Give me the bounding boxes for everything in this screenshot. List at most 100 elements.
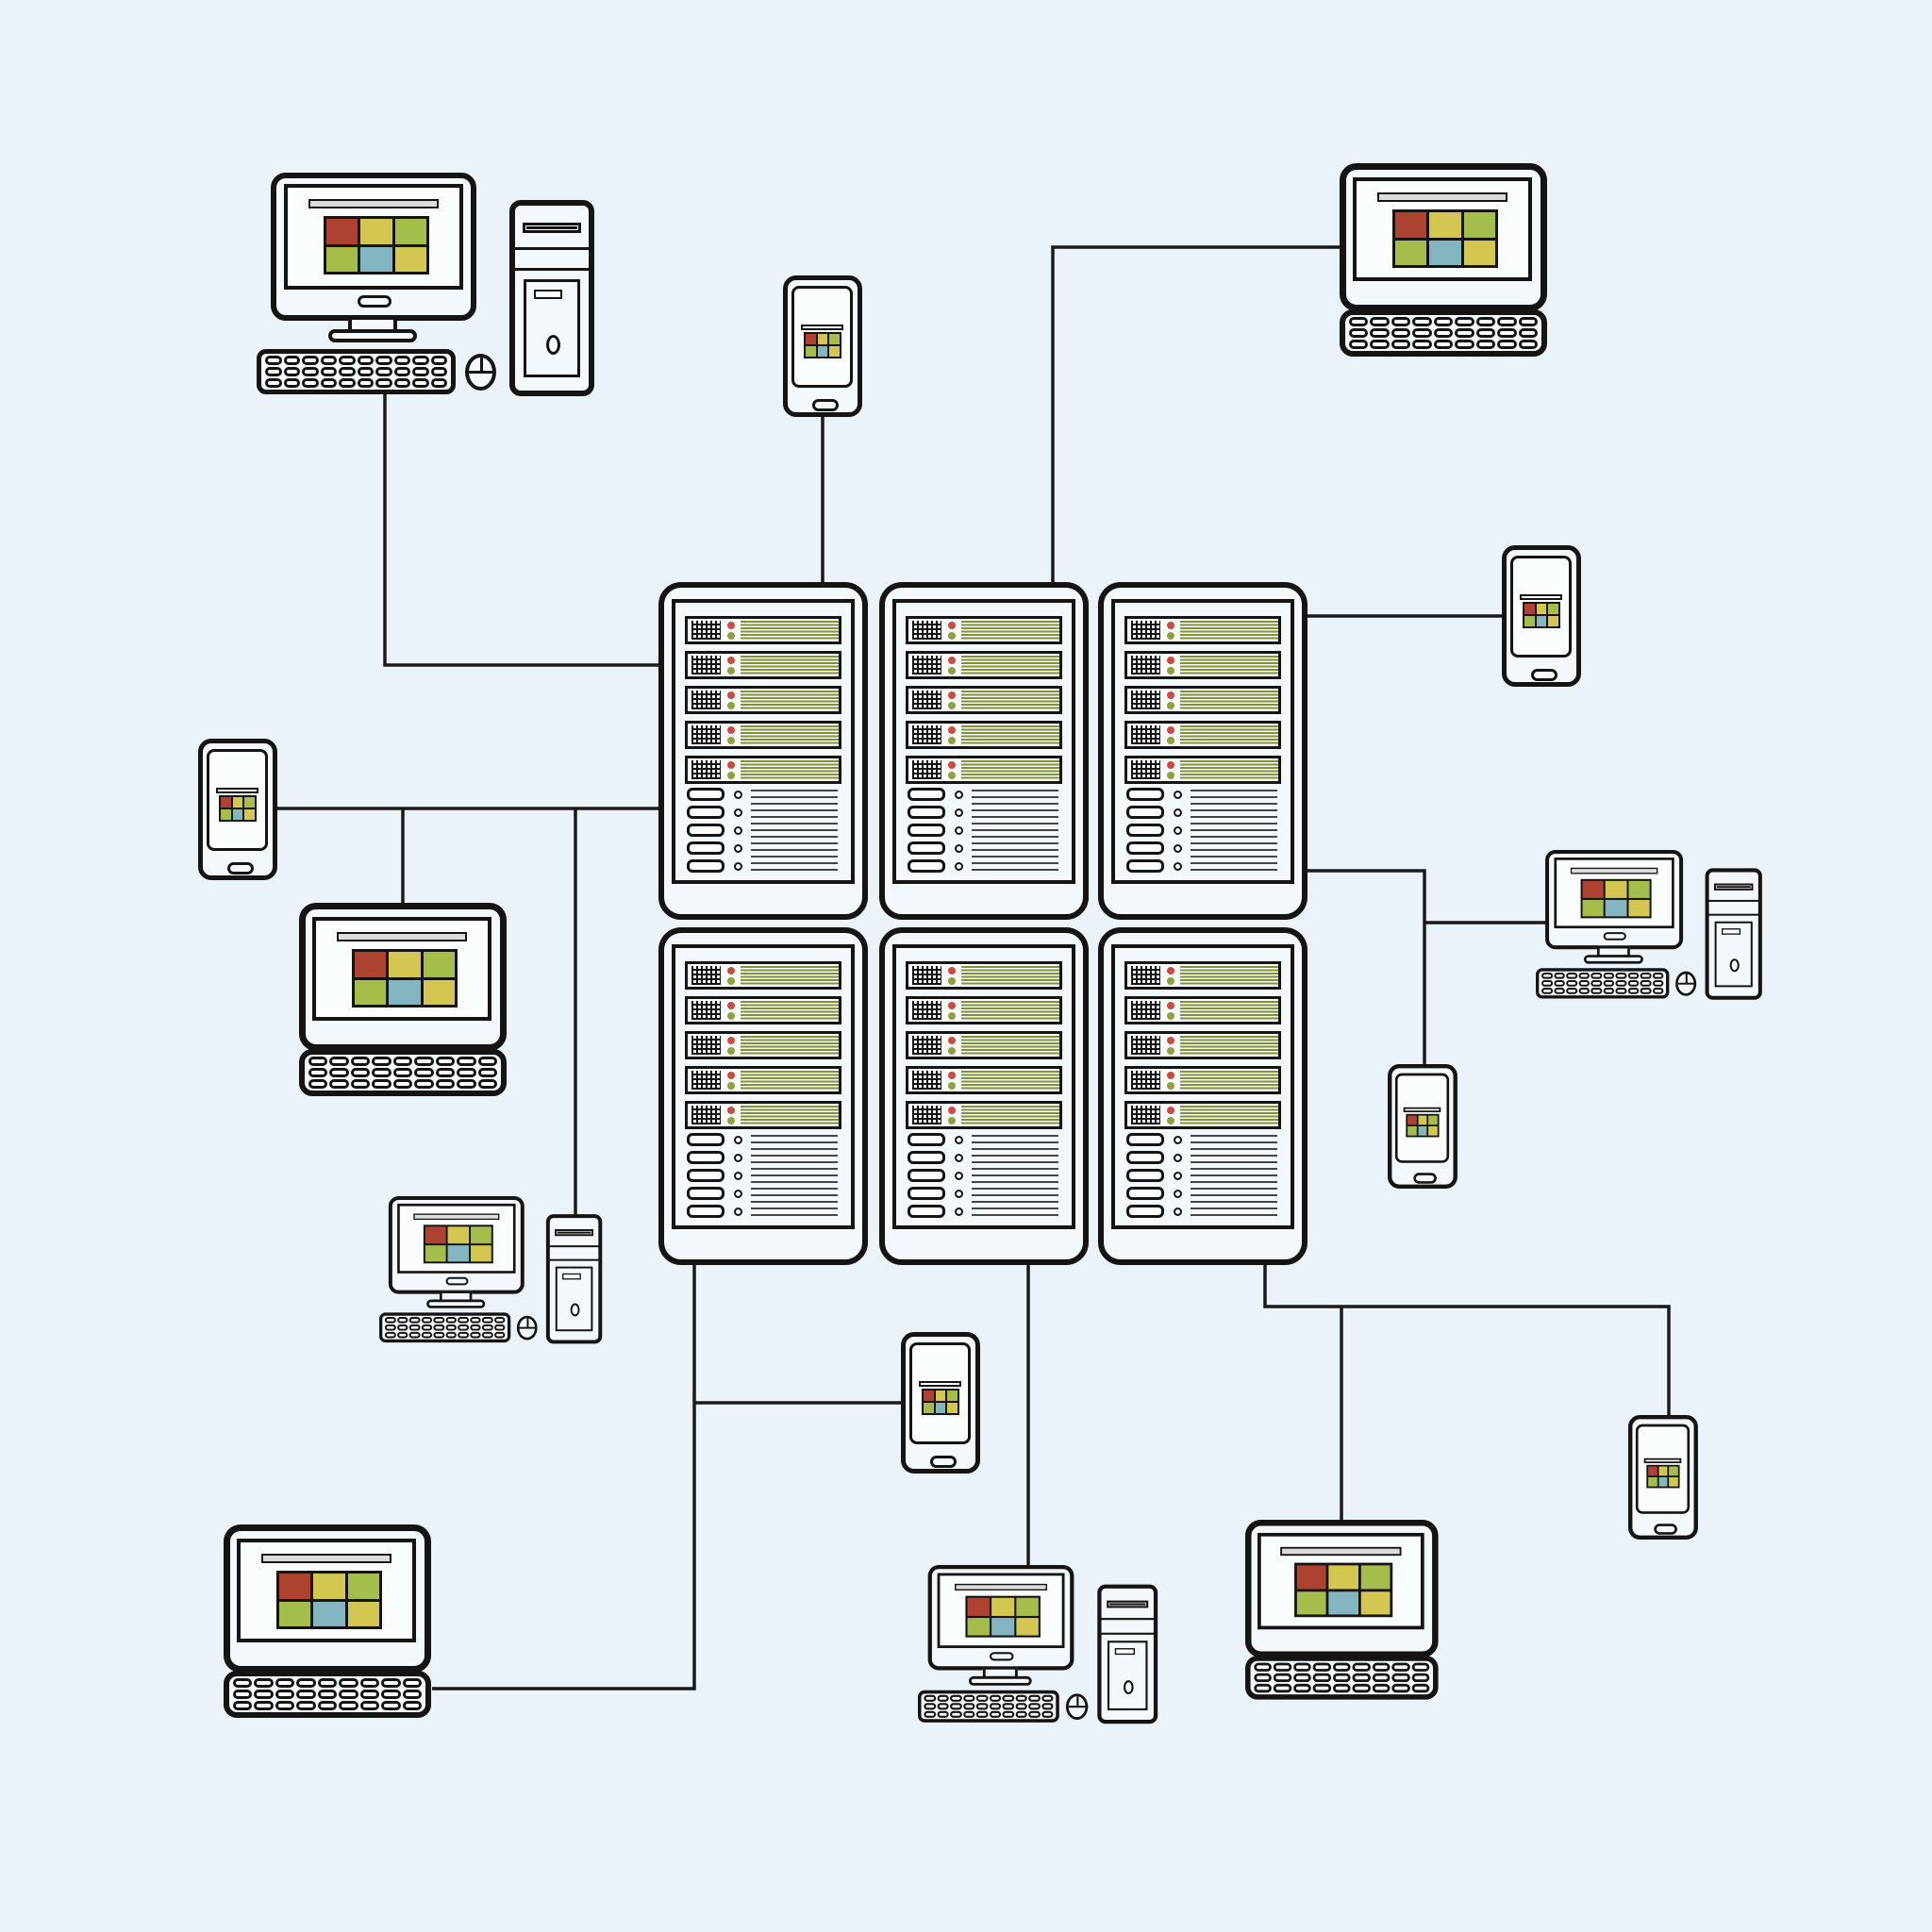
keyboard-key xyxy=(1015,1703,1027,1710)
rack-frame xyxy=(1098,582,1307,920)
grid-cell-blue xyxy=(1328,1591,1358,1615)
led-red xyxy=(1167,726,1174,734)
grid-cell-yellow xyxy=(1360,1591,1391,1615)
server-unit-lines xyxy=(961,691,1059,710)
keyboard-key xyxy=(275,1690,295,1699)
rack-indicator xyxy=(734,1208,742,1216)
keyboard-key xyxy=(937,1703,949,1710)
phone-home-button xyxy=(1654,1524,1677,1535)
keyboard-key xyxy=(414,1079,434,1089)
keyboard-key xyxy=(350,1057,371,1066)
keyboard-key xyxy=(329,1068,349,1077)
led-red xyxy=(948,1072,956,1079)
keyboard-key xyxy=(421,1331,433,1339)
tower-vent xyxy=(534,290,562,299)
keyboard-key xyxy=(924,1710,936,1718)
keyboard-key xyxy=(302,356,319,365)
server-unit xyxy=(1124,616,1281,644)
keyboard-key xyxy=(481,1331,493,1339)
grid-cell-green xyxy=(470,1226,491,1243)
tower-line xyxy=(549,1258,599,1261)
keyboard-key xyxy=(1566,988,1577,994)
keyboard-key xyxy=(396,1331,408,1339)
grid-cell-blue xyxy=(313,1601,345,1626)
rack-indicator xyxy=(955,1208,963,1216)
server-unit-dots xyxy=(691,1036,721,1055)
screen-titlebar xyxy=(1280,1546,1402,1557)
mouse-line xyxy=(479,358,483,372)
server-unit-dots xyxy=(691,1071,721,1090)
tower-line xyxy=(1100,1632,1155,1635)
keyboard-key xyxy=(433,1317,444,1324)
keyboard-key xyxy=(1041,1710,1054,1718)
keyboard-key xyxy=(1411,1683,1430,1693)
keyboard-key xyxy=(989,1710,1002,1718)
server-unit-lines xyxy=(1180,760,1278,780)
grid-cell-green xyxy=(1016,1597,1039,1616)
keyboard-key xyxy=(1370,340,1390,349)
server-unit-dots xyxy=(1131,1036,1160,1055)
led-green xyxy=(948,1082,956,1090)
grid-cell-yellow xyxy=(1418,1115,1427,1125)
led-red xyxy=(948,622,956,629)
grid-cell-red xyxy=(355,952,387,977)
grid-cell-green xyxy=(1428,1115,1438,1125)
led-red xyxy=(727,761,735,769)
led-green xyxy=(1167,1082,1174,1090)
led-green xyxy=(1167,702,1174,709)
keyboard-key xyxy=(1411,1662,1430,1672)
screen xyxy=(1554,858,1674,929)
server-unit-dots xyxy=(691,621,721,640)
rack-indicator xyxy=(955,844,963,853)
rack-frame xyxy=(658,582,868,920)
keyboard-keys xyxy=(384,1317,506,1339)
screen-titlebar xyxy=(1377,192,1507,202)
mouse-line xyxy=(1068,1705,1086,1707)
keyboard-key xyxy=(283,356,300,365)
server-unit-dots xyxy=(912,725,941,744)
grid-cell-blue xyxy=(935,1403,946,1413)
keyboard-key xyxy=(1475,340,1496,349)
rack-indicator xyxy=(955,826,963,835)
grid-cell-green xyxy=(1582,899,1604,917)
grid-cell-blue xyxy=(232,809,243,820)
keyboard-key xyxy=(1274,1662,1292,1672)
tower-line xyxy=(514,247,590,250)
rack-button xyxy=(1126,841,1164,855)
keyboard-key xyxy=(950,1694,962,1702)
keyboard-key xyxy=(1591,988,1603,994)
keyboard-key xyxy=(1352,1662,1371,1672)
server-unit-dots xyxy=(912,691,941,709)
rack-inner xyxy=(672,599,855,884)
rack-indicator xyxy=(955,1190,963,1198)
keyboard-key xyxy=(296,1678,316,1688)
laptop-keyboard xyxy=(1340,309,1547,357)
keyboard-key xyxy=(1293,1673,1312,1683)
keyboard-key xyxy=(470,1324,481,1331)
keyboard-key xyxy=(962,1710,975,1718)
rack-button xyxy=(1126,1151,1164,1164)
server-unit-lines xyxy=(1180,1071,1278,1091)
led-green xyxy=(948,737,956,744)
rack-indicator xyxy=(955,791,963,799)
tower-power-button xyxy=(1729,958,1740,973)
phone-body xyxy=(1502,545,1581,687)
keyboard-key xyxy=(1591,980,1603,987)
keyboard-key xyxy=(350,1079,371,1089)
keyboard-key xyxy=(435,1079,456,1089)
keyboard-key xyxy=(265,378,282,388)
keyboard-key xyxy=(457,1068,476,1077)
grid-cell-yellow xyxy=(1463,240,1495,265)
keyboard-key xyxy=(1541,988,1553,994)
keyboard-key xyxy=(458,1317,469,1324)
server-unit-lines xyxy=(961,966,1059,986)
keyboard-key xyxy=(1541,972,1553,979)
grid-cell-green xyxy=(1395,240,1427,265)
tower-panel xyxy=(555,1266,593,1332)
keyboard-key xyxy=(359,1690,380,1699)
grid-cell-yellow xyxy=(347,1601,379,1626)
grid-cell-red xyxy=(1407,1115,1417,1125)
keyboard-key xyxy=(975,1710,989,1718)
laptop-screen xyxy=(224,1524,431,1673)
